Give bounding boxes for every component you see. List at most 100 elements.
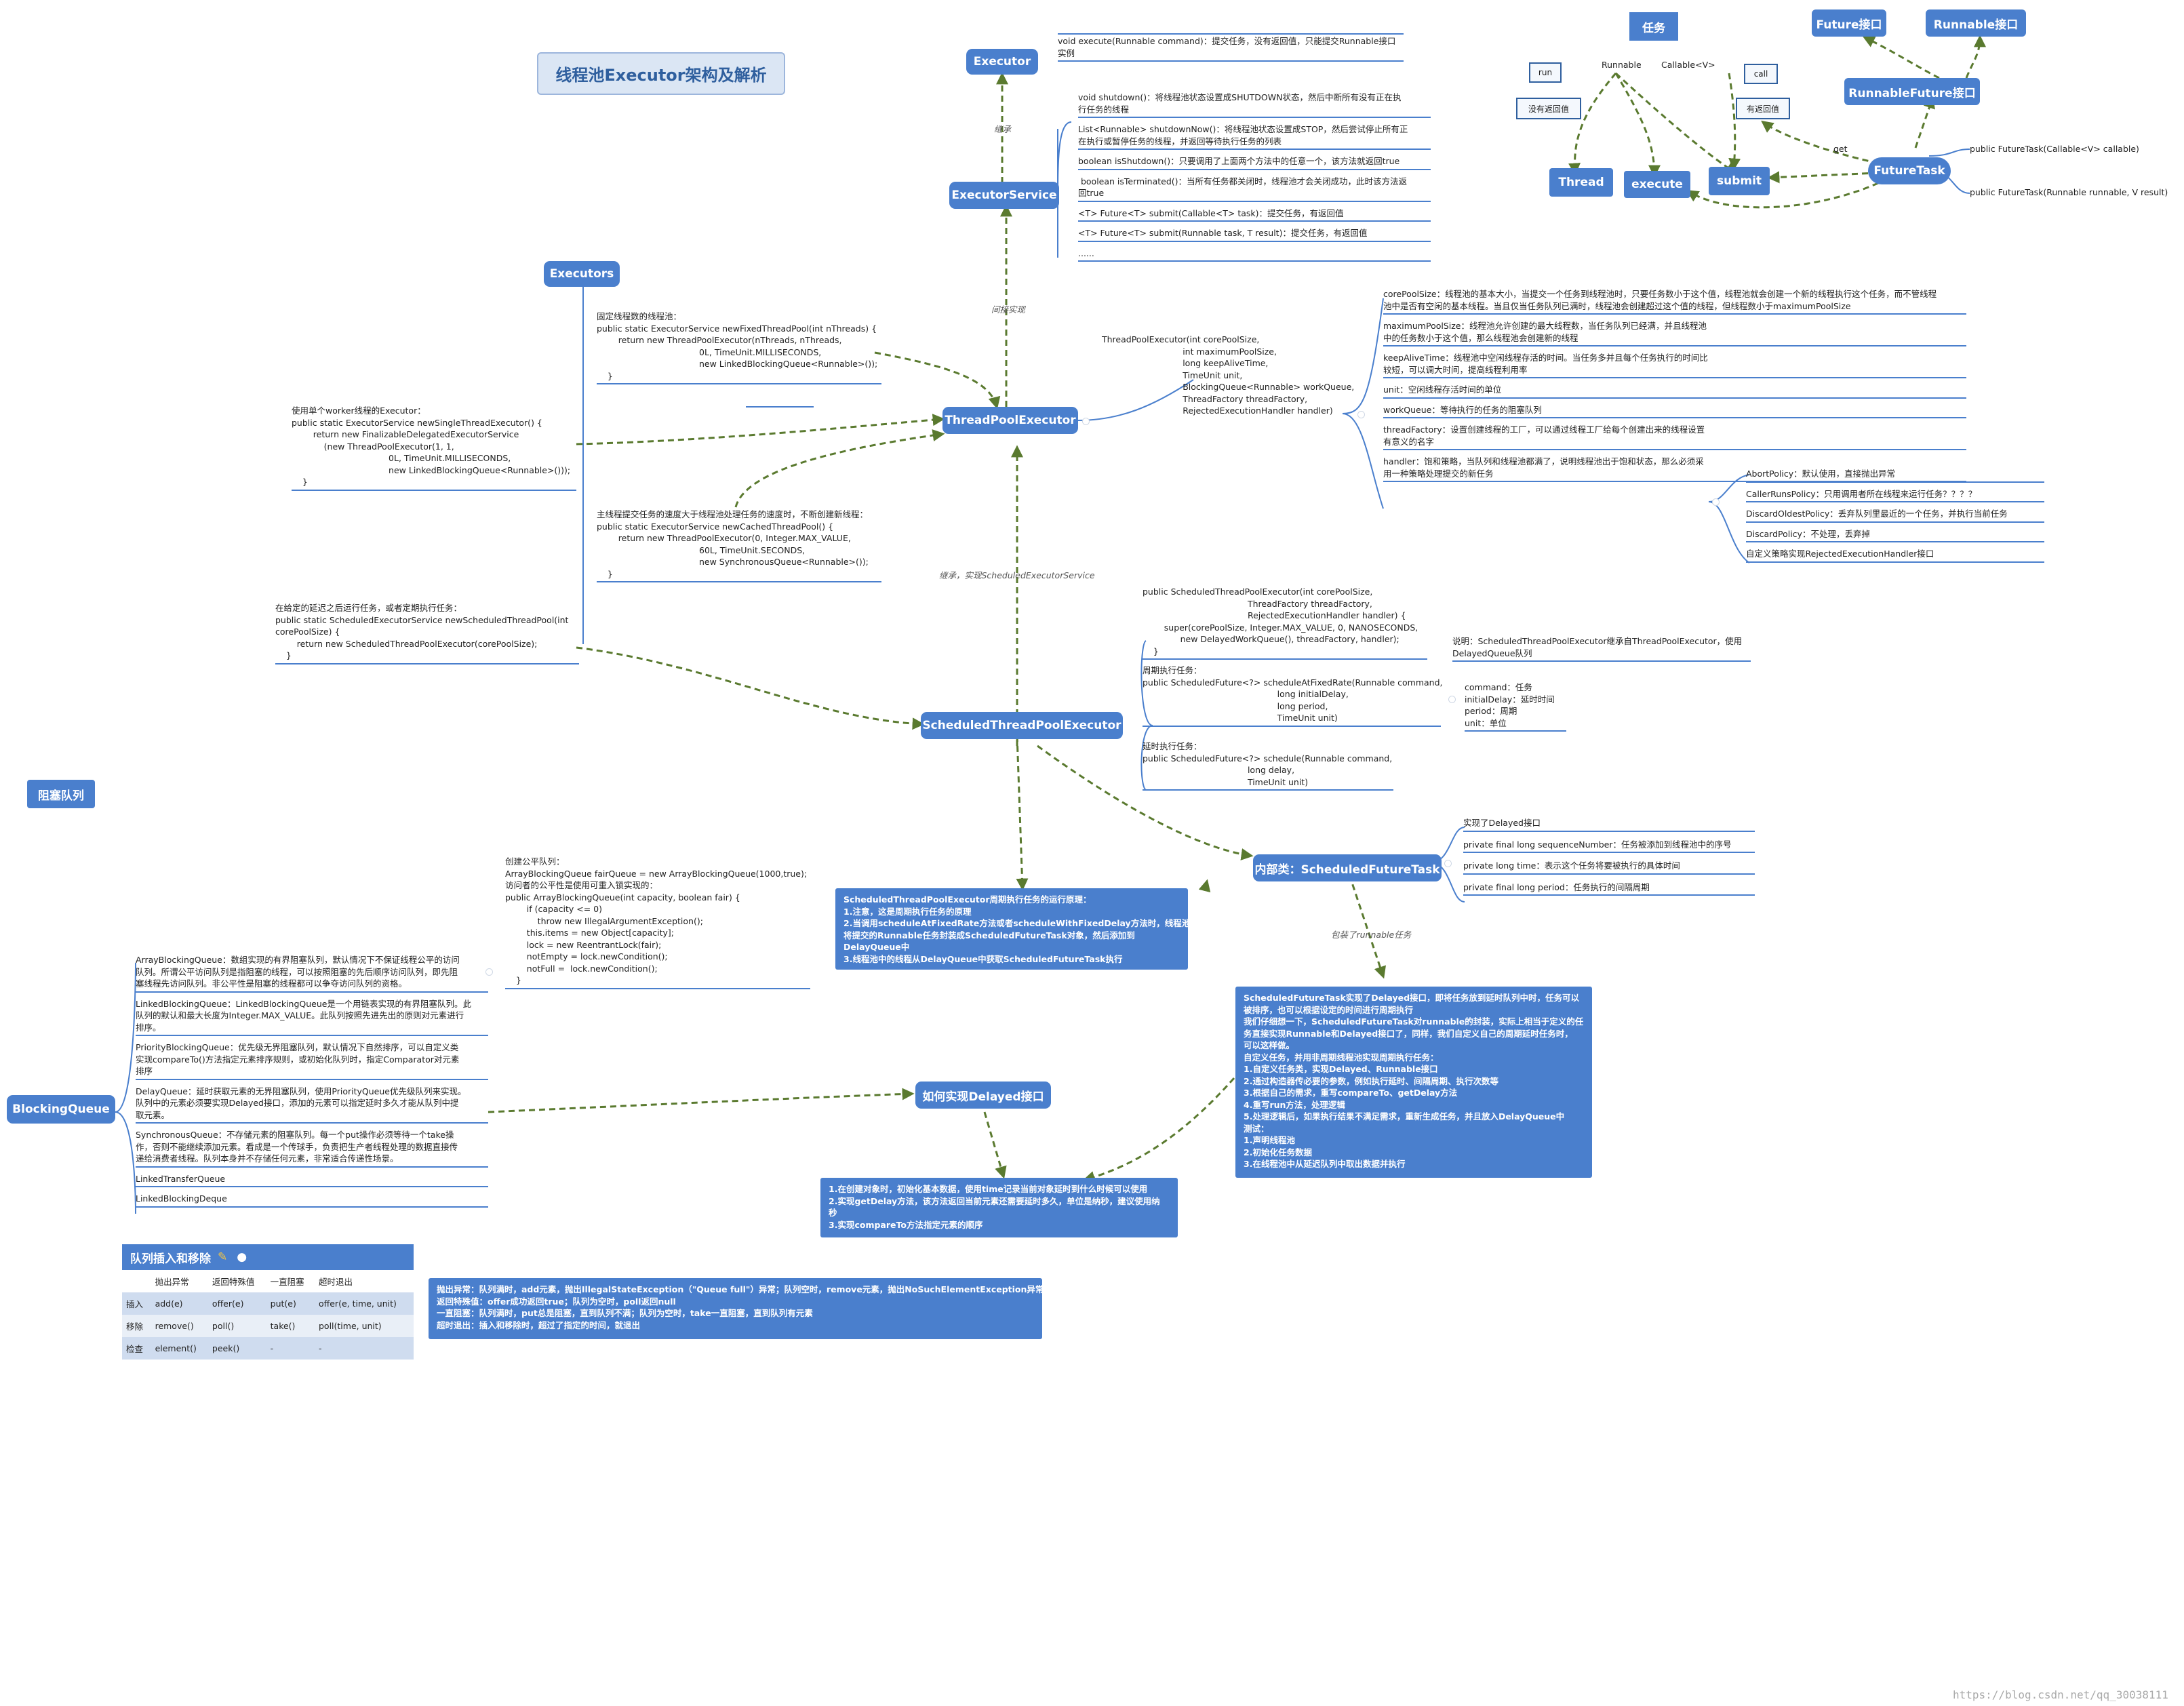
queue-table-header	[122, 1270, 151, 1292]
thread-node[interactable]: Thread	[1549, 168, 1613, 197]
collapse-dot[interactable]	[1082, 418, 1090, 425]
queue-table-header: 超时退出	[318, 1277, 353, 1287]
task-node[interactable]: 任务	[1629, 12, 1678, 41]
es-methods-item: ......	[1078, 247, 1431, 262]
handler-policy-list: AbortPolicy：默认使用，直接抛出异常 CallerRunsPolicy：…	[1746, 468, 2044, 568]
executors-fixed-code: 固定线程数的线程池： public static ExecutorService…	[597, 311, 881, 384]
queue-table-cell: -	[266, 1337, 315, 1360]
bq-items-item: DelayQueue：延时获取元素的无界阻塞队列，使用PriorityQueue…	[136, 1086, 488, 1124]
queue-table-cell: remove()	[151, 1315, 208, 1337]
tpe-params-list: corePoolSize：线程池的基本大小，当提交一个任务到线程池时，只要任务数…	[1383, 288, 1966, 488]
es-methods-item: List<Runnable> shutdownNow()：将线程池状态设置成ST…	[1078, 123, 1431, 150]
executor-desc: void execute(Runnable command)：提交任务，没有返回…	[1058, 35, 1404, 62]
edit-icon: ✎	[218, 1250, 228, 1264]
collapse-dot[interactable]	[1444, 860, 1452, 867]
stpe-principle-box: ScheduledThreadPoolExecutor周期执行任务的运行原理： …	[835, 888, 1190, 970]
future-interface-node[interactable]: Future接口	[1812, 9, 1886, 37]
queue-table-header: 一直阻塞	[270, 1277, 304, 1287]
no-return-value: 没有返回值	[1516, 98, 1581, 119]
tpe-params-item: threadFactory：设置创建线程的工厂，可以通过线程工厂给每个创建出来的…	[1383, 424, 1966, 450]
queue-table-title: 队列插入和移除 ✎ ●	[122, 1244, 414, 1270]
inner-fields-item: private final long period：任务执行的间隔周期	[1463, 881, 1755, 896]
blocking-queue-node[interactable]: BlockingQueue	[7, 1095, 115, 1124]
edge-label-inherit-impl: 继承，实现ScheduledExecutorService	[939, 570, 1095, 580]
queue-table-cell: offer(e, time, unit)	[314, 1292, 414, 1315]
queue-table-cell: peek()	[207, 1337, 266, 1360]
queue-table-cell: -	[314, 1337, 414, 1360]
es-methods-item: void shutdown()：将线程池状态设置成SHUTDOWN状态，然后中断…	[1078, 92, 1431, 118]
executors-scheduled-code: 在给定的延迟之后运行任务，或者定期执行任务： public static Sch…	[275, 602, 579, 664]
stpe-fixed-rate: 周期执行任务： public ScheduledFuture<?> schedu…	[1143, 664, 1443, 727]
collapse-dot[interactable]	[1448, 696, 1456, 703]
tpe-params-item: maximumPoolSize：线程池允许创建的最大线程数，当任务队列已经满，并…	[1383, 320, 1966, 346]
queue-table-cell: add(e)	[151, 1292, 208, 1315]
thread-pool-executor-node[interactable]: ThreadPoolExecutor	[942, 407, 1078, 434]
queue-table-cell: 移除	[122, 1315, 151, 1337]
es-methods-item: boolean isShutdown()：只要调用了上面两个方法中的任意一个，该…	[1078, 155, 1431, 170]
collapse-dot[interactable]	[485, 968, 493, 976]
executor-service-methods: void shutdown()：将线程池状态设置成SHUTDOWN状态，然后中断…	[1078, 92, 1431, 267]
stpe-constructor: public ScheduledThreadPoolExecutor(int c…	[1143, 586, 1427, 660]
inner-fields-item: private final long sequenceNumber：任务被添加到…	[1463, 839, 1755, 853]
queue-table-cell: 插入	[122, 1292, 151, 1315]
blocking-queue-list: ArrayBlockingQueue：数组实现的有界阻塞队列，默认情况下不保证线…	[136, 954, 488, 1213]
stpe-params: command：任务 initialDelay：延时时间 period：周期 u…	[1465, 681, 1566, 732]
es-methods-item: boolean isTerminated()：当所有任务都关闭时，线程池才会关闭…	[1078, 176, 1431, 202]
executors-cached-code: 主线程提交任务的速度大于线程池处理任务的速度时，不断创建新线程： public …	[597, 509, 881, 582]
page-title: 线程池Executor架构及解析	[537, 52, 785, 95]
scheduled-future-task-node[interactable]: 内部类：ScheduledFutureTask	[1253, 854, 1442, 881]
fair-queue-code: 创建公平队列： ArrayBlockingQueue fairQueue = n…	[505, 856, 810, 989]
edge-label-indirect: 间接实现	[991, 304, 1026, 315]
queue-table-title-text: 队列插入和移除	[130, 1252, 211, 1266]
sft-explain-box: ScheduledFutureTask实现了Delayed接口，即将任务放到延时…	[1235, 987, 1592, 1178]
queue-table-cell: 检查	[122, 1337, 151, 1360]
edge-label-wrap: 包装了runnable任务	[1331, 930, 1412, 940]
handlers-item: DiscardOldestPolicy：丢弃队列里最近的一个任务，并执行当前任务	[1746, 508, 2044, 523]
delayed-interface-node[interactable]: 如何实现Delayed接口	[915, 1082, 1051, 1109]
stpe-note: 说明：ScheduledThreadPoolExecutor继承自ThreadP…	[1452, 635, 1751, 662]
handlers-item: 自定义策略实现RejectedExecutionHandler接口	[1746, 548, 2044, 563]
executors-node[interactable]: Executors	[544, 261, 620, 287]
es-methods-item: <T> Future<T> submit(Callable<T> task)：提…	[1078, 207, 1431, 222]
get-label: get	[1833, 144, 1848, 154]
executors-single-code: 使用单个worker线程的Executor： public static Exe…	[292, 405, 576, 491]
edge-label-inherit: 继承	[994, 124, 1012, 134]
tpe-params-item: keepAliveTime：线程池中空闲线程存活的时间。当任务多并且每个任务执行…	[1383, 352, 1966, 378]
execute-node[interactable]: execute	[1624, 171, 1690, 198]
future-task-ctor-1: public FutureTask(Callable<V> callable)	[1970, 144, 2139, 154]
run-method: run	[1529, 62, 1562, 83]
es-methods-item: <T> Future<T> submit(Runnable task, T re…	[1078, 227, 1431, 242]
runnable-future-node[interactable]: RunnableFuture接口	[1844, 78, 1980, 105]
bq-items-item: ArrayBlockingQueue：数组实现的有界阻塞队列，默认情况下不保证线…	[136, 954, 488, 993]
executor-service-node[interactable]: ExecutorService	[949, 182, 1059, 209]
bq-items-item: LinkedBlockingDeque	[136, 1193, 488, 1208]
collapse-dot[interactable]	[1712, 498, 1720, 506]
call-method: call	[1744, 64, 1778, 84]
scheduled-tpe-node[interactable]: ScheduledThreadPoolExecutor	[921, 712, 1123, 739]
dot-icon: ●	[237, 1250, 247, 1264]
handlers-item: CallerRunsPolicy：只用调用者所在线程来运行任务？？？？	[1746, 488, 2044, 502]
bq-items-item: LinkedBlockingQueue：LinkedBlockingQueue是…	[136, 998, 488, 1036]
collapse-dot[interactable]	[1357, 411, 1365, 418]
future-task-node[interactable]: FutureTask	[1868, 157, 1951, 184]
blocking-queue-label[interactable]: 阻塞队列	[27, 780, 95, 808]
inner-fields-item: private long time：表示这个任务将要被执行的具体时间	[1463, 860, 1755, 875]
queue-table-cell: element()	[151, 1337, 208, 1360]
queue-table-cell: poll()	[207, 1315, 266, 1337]
future-task-ctor-2: public FutureTask(Runnable runnable, V r…	[1970, 187, 2168, 197]
tpe-params-item: unit：空闲线程存活时间的单位	[1383, 384, 1966, 399]
runnable-interface-node[interactable]: Runnable接口	[1926, 9, 2026, 37]
executor-node[interactable]: Executor	[966, 49, 1038, 75]
tpe-params-item: corePoolSize：线程池的基本大小，当提交一个任务到线程池时，只要任务数…	[1383, 288, 1966, 315]
bq-items-item: LinkedTransferQueue	[136, 1173, 488, 1187]
watermark: https://blog.csdn.net/qq_30038111	[1953, 1688, 2168, 1701]
handlers-item: DiscardPolicy：不处理，丢弃掉	[1746, 528, 2044, 542]
queue-table-header: 返回特殊值	[212, 1277, 255, 1287]
submit-node[interactable]: submit	[1709, 167, 1770, 195]
handlers-item: AbortPolicy：默认使用，直接抛出异常	[1746, 468, 2044, 483]
